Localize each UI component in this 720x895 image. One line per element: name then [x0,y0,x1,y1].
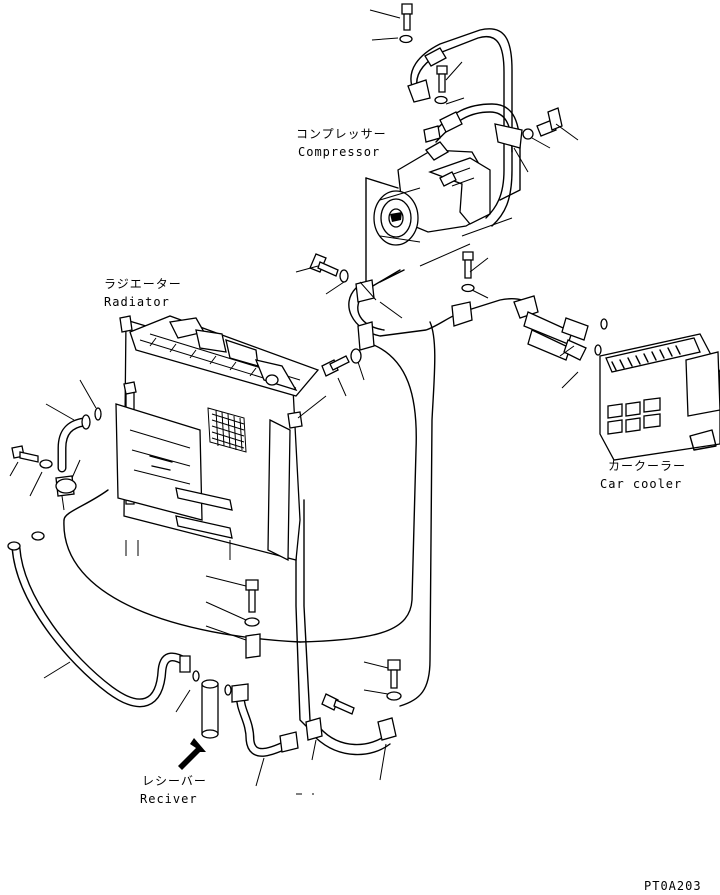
compressor-mount [365,177,513,291]
compressor-hoses [407,28,523,227]
receiver-outlet-hose [224,683,299,787]
compressor [373,141,491,246]
car-cooler-label-jp: カークーラー [608,459,687,473]
central-leaders [205,257,489,781]
radiator-label-en: Radiator [104,295,170,309]
refrigerant-lines [63,287,537,756]
radiator-leaders [45,379,327,421]
central-fasteners [244,251,475,715]
receiver-label-jp: レシーバー [142,774,207,788]
radiator-core-mesh [207,407,247,453]
compressor-label-jp: コンプレッサー [296,127,387,141]
radiator-label-jp: ラジエーター [104,277,182,291]
receiver-drier [178,679,219,770]
receiver-label-en: Reciver [140,792,198,806]
car-cooler [599,333,720,461]
radiator [115,315,320,562]
compressor-fasteners [399,3,563,140]
pipe-clamps [245,279,539,741]
receiver-inlet-hose [7,531,200,713]
drawing-code: PT0A203 [644,879,702,893]
condenser-elbow [9,407,102,511]
car-cooler-label-en: Car cooler [600,477,683,491]
compressor-leaders [369,9,579,173]
compressor-label-en: Compressor [298,145,381,159]
car-cooler-hoses [523,311,608,389]
